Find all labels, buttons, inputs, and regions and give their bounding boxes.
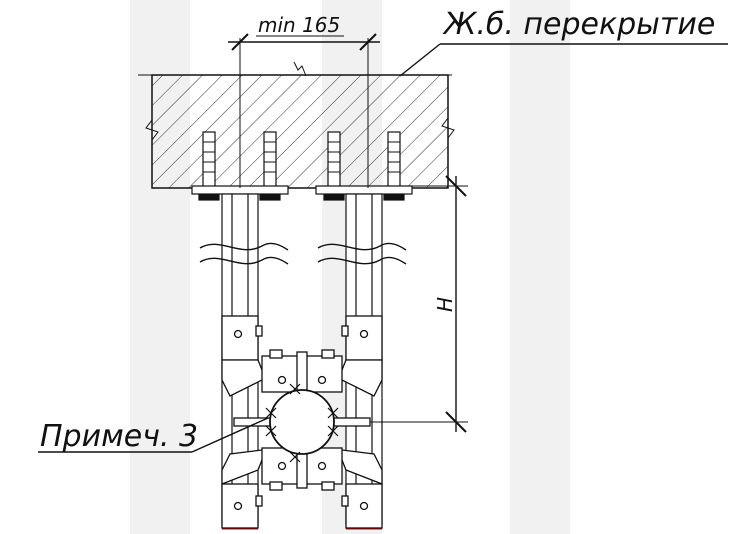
pipe-clamp-assembly <box>221 315 383 529</box>
slab-label: Ж.б. перекрытие <box>442 7 715 42</box>
slab-label-leader <box>399 43 728 77</box>
anchor-bolts <box>198 131 405 201</box>
dimension-min-label: min 165 <box>258 13 340 37</box>
note-label: Примеч. 3 <box>40 419 198 454</box>
dimension-height-label: H <box>433 297 457 312</box>
concrete-slab <box>138 61 455 189</box>
note-leader <box>38 417 269 453</box>
dimension-min-165 <box>228 33 380 188</box>
break-lines <box>199 242 407 265</box>
dimension-height <box>370 175 468 433</box>
